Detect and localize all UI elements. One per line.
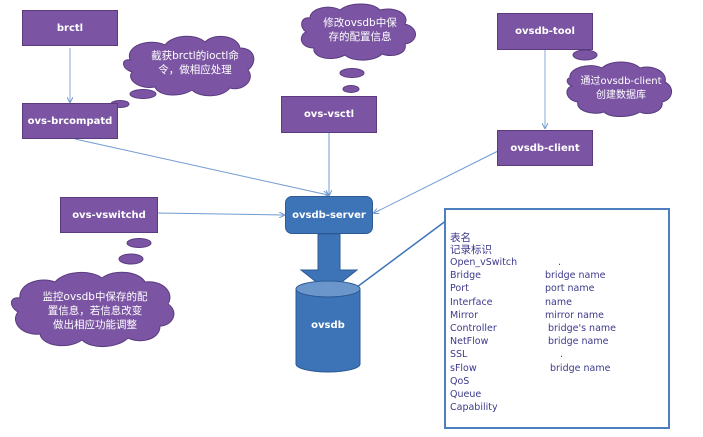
table-id-cell: port name [545,283,595,295]
table-id-cell: . [560,349,564,361]
table-name-cell: QoS [450,375,470,387]
ovsdb-label: ovsdb [311,320,345,331]
table-name-cell: Controller [450,323,497,334]
table-name-cell: Mirror [450,309,478,321]
table-name-cell: Port [450,283,469,295]
note-line: 创建数据库 [596,90,646,101]
ovsdb-cylinder [295,280,361,373]
table-name-cell: sFlow [450,362,477,374]
node-label: ovs-vsctl [303,109,355,120]
node-ovsdb-tool[interactable]: ovsdb-tool [497,13,593,50]
table-id-cell: bridge name [548,336,609,348]
node-brctl[interactable]: brctl [22,10,118,46]
table-row: Bridge bridge name [450,270,668,283]
node-ovs-vsctl[interactable]: ovs-vsctl [281,96,377,133]
table-row: Controller bridge's name [450,323,668,336]
table-row: Open_vSwitch. [450,257,668,270]
table-row: Queue [450,389,668,402]
table-id-cell: mirror name [545,309,605,321]
table-row: Interface name [450,297,668,310]
node-label: ovsdb-tool [515,26,575,37]
note-line: 截获brctl的ioctl命 [151,50,239,62]
link-table-ovsdb [356,219,448,288]
node-label: ovs-vswitchd [72,209,146,221]
table-id-cell: name [545,296,572,308]
table-name-cell: NetFlow [450,336,489,348]
note-line: 通过ovsdb-client [580,76,662,87]
node-label: ovsdb-client [510,142,580,154]
link-client-server [374,149,501,213]
note-line: 存的配置信息 [328,31,392,43]
link-vswitchd-server [156,213,284,215]
table-row: QoS [450,376,668,389]
table-row: Capability [450,402,668,415]
brcompatd-note-text: 截获brctl的ioctl命 令，做相应处理 [140,49,250,77]
table-row: sFlow bridge name [450,363,668,376]
table-name-cell: Interface [450,296,493,308]
table-row: Mirror mirror name [450,310,668,323]
note-line: 做出相应功能调整 [53,319,137,331]
cloud-brcompatd-note [101,35,255,115]
table-name-cell: Bridge [450,270,481,282]
table-name-cell: Capability [450,402,498,414]
node-ovs-brcompatd[interactable]: ovs-brcompatd [22,103,118,139]
note-line: 修改ovsdb中保 [323,17,397,29]
note-line: 令，做相应处理 [158,64,232,76]
link-brcompatd-server [74,138,328,195]
table-row: Port port name [450,283,668,296]
node-label: ovsdb-server [292,209,366,221]
table-header-id: 记录标识 [450,244,492,256]
table-id-cell: . [558,257,562,268]
node-label: brctl [56,22,84,34]
vswitchd-note-text: 监控ovsdb中保存的配 置信息，若信息改变 做出相应功能调整 [25,290,165,332]
table-name-cell: Queue [450,389,482,400]
node-ovsdb-server[interactable]: ovsdb-server [285,196,373,234]
table-header-name: 表名 [450,232,471,244]
table-name-cell: SSL [450,349,468,361]
table-row: SSL. [450,349,668,362]
node-ovs-vswitchd[interactable]: ovs-vswitchd [60,197,158,233]
store-arrow [299,233,359,293]
table-id-cell: bridge's name [548,323,617,334]
note-line: 监控ovsdb中保存的配 [42,291,148,303]
table-id-cell: bridge name [545,270,606,282]
note-line: 置信息，若信息改变 [47,305,143,317]
table-name-cell: Open_vSwitch [450,257,518,268]
table-row: NetFlow bridge name [450,336,668,349]
tool-note-text: 通过ovsdb-client 创建数据库 [576,75,666,103]
table-id-cell: bridge name [550,362,611,374]
node-label: ovs-brcompatd [27,115,113,127]
node-ovsdb-client[interactable]: ovsdb-client [497,130,593,166]
vsctl-note-text: 修改ovsdb中保 存的配置信息 [315,16,405,44]
